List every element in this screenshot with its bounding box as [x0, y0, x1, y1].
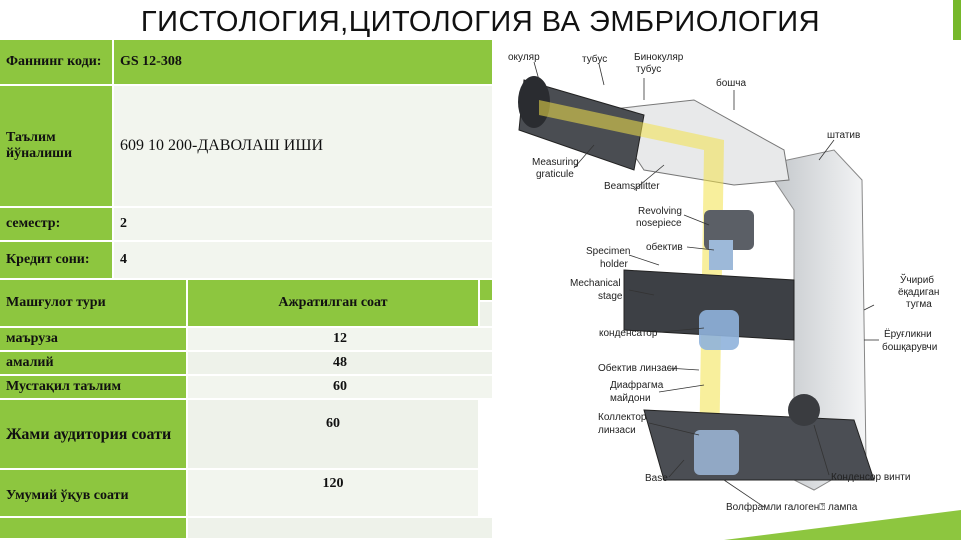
stage-shape — [623, 269, 795, 341]
focus-knob — [788, 394, 820, 426]
row-label: Жами аудитория соати — [0, 400, 188, 470]
label-graticule-2: graticule — [536, 169, 574, 180]
label-base: Base — [645, 473, 668, 484]
direction-value: 609 10 200-ДАВОЛАШ ИШИ — [114, 86, 494, 208]
microscope-diagram: окуляр тубус Бинокуляр тубус бошча штати… — [494, 40, 961, 540]
label-stand: штатив — [827, 130, 860, 141]
label-diaphragm-2: майдони — [610, 393, 651, 404]
label-mechanical-stage: Mechanical — [570, 278, 621, 289]
label-switch: Ўчириб — [900, 273, 934, 286]
empty-cell — [0, 518, 188, 540]
col-type-header: Машғулот тури — [0, 280, 188, 328]
label-lines — [533, 61, 879, 508]
accent-bar — [953, 0, 961, 40]
row-label: Мустақил таълим — [0, 376, 188, 400]
row-label: маъруза — [0, 328, 188, 352]
corner-decoration — [724, 510, 961, 540]
label-condenser-screw: Конденсор винти — [831, 472, 910, 483]
direction-label: Таълим йўналиши — [0, 86, 114, 208]
label-holder: Specimen — [586, 246, 630, 257]
label-collector-2: линзаси — [598, 425, 636, 436]
row-label: Умумий ўқув соати — [0, 470, 188, 518]
label-condenser: конденсатор — [599, 328, 658, 339]
condenser-shape — [699, 310, 739, 350]
semester-value: 2 — [114, 208, 494, 242]
label-binocular-2: тубус — [636, 63, 661, 75]
label-objective-lens: Обектив линзаси — [598, 362, 677, 374]
label-beamsplitter: Beamsplitter — [604, 181, 660, 192]
credit-label: Кредит сони: — [0, 242, 114, 280]
row-value: 60 — [188, 400, 480, 470]
row-value: 12 — [188, 328, 494, 352]
row-value: 60 — [188, 376, 494, 400]
label-lamp: Волфрамли галоген⍰ лампа — [726, 501, 858, 513]
label-diaphragm: Диафрагма — [610, 379, 664, 391]
row-label: амалий — [0, 352, 188, 376]
label-switch-3: тугма — [906, 299, 932, 310]
label-brightness: Ёруғликни — [884, 328, 932, 340]
semester-label: семестр: — [0, 208, 114, 242]
curriculum-table: Фаннинг коди: GS 12-308 Таълим йўналиши … — [0, 40, 494, 540]
label-objective: обектив — [646, 241, 683, 253]
code-label: Фаннинг коди: — [0, 40, 114, 86]
page-title: ГИСТОЛОГИЯ,ЦИТОЛОГИЯ ВА ЭМБРИОЛОГИЯ — [140, 6, 821, 38]
empty-cell — [188, 518, 494, 540]
label-tube: тубус — [582, 53, 607, 65]
label-nosepiece-2: nosepiece — [636, 218, 682, 229]
microscope-illustration: окуляр тубус Бинокуляр тубус бошча штати… — [508, 52, 961, 540]
label-ocular: окуляр — [508, 52, 540, 63]
col-hours-header: Ажратилган соат — [188, 280, 480, 328]
label-nosepiece: Revolving — [638, 206, 682, 217]
row-value: 48 — [188, 352, 494, 376]
label-graticule: Measuring — [532, 157, 579, 168]
label-head: бошча — [716, 77, 747, 89]
label-switch-2: ёқадиган — [898, 287, 939, 298]
row-value: 120 — [188, 470, 480, 518]
label-binocular: Бинокуляр — [634, 52, 684, 63]
label-mechanical-stage-2: stage — [598, 291, 623, 302]
collector-shape — [694, 430, 739, 475]
label-brightness-2: бошқарувчи — [882, 341, 937, 353]
base-shape — [643, 409, 875, 481]
label-holder-2: holder — [600, 259, 628, 270]
label-collector: Коллектор — [598, 412, 647, 423]
extra-header-cell — [480, 302, 494, 328]
credit-value: 4 — [114, 242, 494, 280]
objective-shape — [709, 240, 733, 270]
extra-header-cell — [480, 280, 494, 302]
code-value: GS 12-308 — [114, 40, 494, 86]
